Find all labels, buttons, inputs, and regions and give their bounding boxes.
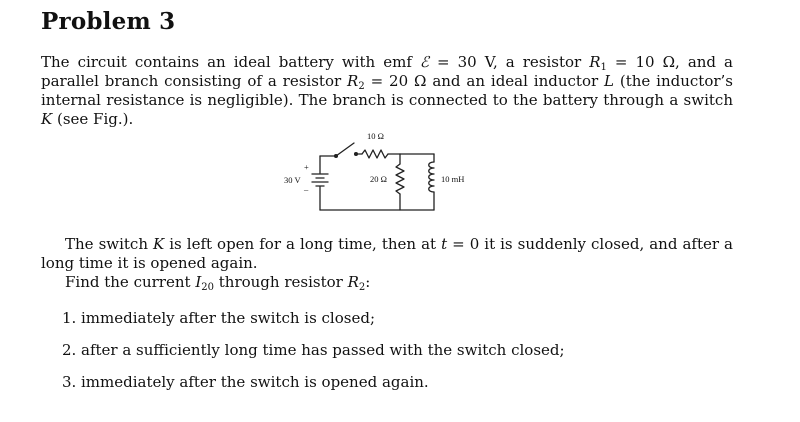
battery-label: 30 V bbox=[284, 175, 301, 185]
r1-resistor bbox=[361, 149, 389, 159]
list-item: 3.immediately after the switch is opened… bbox=[62, 373, 429, 392]
problem-title: Problem 3 bbox=[41, 8, 176, 35]
list-item: 2.after a sufficiently long time has pas… bbox=[62, 341, 565, 360]
text-run: The circuit contains an ideal battery wi… bbox=[41, 53, 420, 71]
list-item-text: immediately after the switch is closed; bbox=[81, 309, 375, 327]
problem-statement: The circuit contains an ideal battery wi… bbox=[41, 53, 733, 129]
list-item-text: immediately after the switch is opened a… bbox=[81, 373, 429, 391]
current-symbol: I bbox=[195, 273, 202, 291]
question-text: Find the current I20 through resistor R2… bbox=[65, 273, 725, 293]
list-item-number: 2. bbox=[62, 341, 77, 359]
r2-symbol: R bbox=[347, 273, 359, 291]
text-run: = 10 Ω, and a parallel branch consisting… bbox=[41, 53, 733, 90]
inductor-symbol: L bbox=[604, 72, 614, 90]
r2-subscript: 2 bbox=[358, 81, 365, 92]
switch-blade bbox=[335, 142, 355, 157]
emf-symbol: ℰ bbox=[419, 53, 430, 71]
current-subscript: 20 bbox=[201, 282, 214, 293]
r1-subscript: 1 bbox=[600, 62, 607, 73]
text-run: = 30 V, a resistor bbox=[429, 53, 590, 71]
text-run: (see Fig.). bbox=[52, 110, 134, 128]
r2-subscript: 2 bbox=[358, 282, 366, 293]
r1-symbol: R bbox=[589, 53, 601, 71]
time-symbol: t bbox=[441, 235, 448, 253]
battery-minus-sign: – bbox=[303, 184, 309, 194]
text-run: = 20 Ω and an ideal inductor bbox=[364, 72, 605, 90]
switch-description: The switch K is left open for a long tim… bbox=[41, 235, 733, 273]
text-run: Find the current bbox=[65, 273, 196, 291]
inductor-coil bbox=[428, 161, 435, 193]
switch-symbol: K bbox=[41, 110, 53, 128]
text-run: : bbox=[365, 273, 371, 291]
r2-symbol: R bbox=[347, 72, 359, 90]
text-run: through resistor bbox=[213, 273, 348, 291]
text-run: (the inductor’s internal resistance is n… bbox=[41, 72, 733, 109]
list-item-text: after a sufficiently long time has passe… bbox=[81, 341, 565, 359]
battery-plus-sign: + bbox=[304, 162, 309, 172]
list-item-number: 1. bbox=[62, 309, 77, 327]
text-run: is left open for a long time, then at bbox=[164, 235, 442, 253]
circuit-diagram: 10 Ω 30 V + – 20 Ω 10 mH bbox=[284, 131, 464, 211]
list-item-number: 3. bbox=[62, 373, 77, 391]
switch-symbol: K bbox=[153, 235, 165, 253]
r1-label: 10 Ω bbox=[367, 131, 384, 141]
r2-resistor bbox=[395, 163, 405, 195]
inductor-label: 10 mH bbox=[441, 174, 464, 184]
text-run: The switch bbox=[65, 235, 154, 253]
r2-label: 20 Ω bbox=[370, 174, 387, 184]
list-item: 1.immediately after the switch is closed… bbox=[62, 309, 375, 328]
text-run: = 0 it is suddenly closed, and after a l… bbox=[41, 235, 733, 272]
